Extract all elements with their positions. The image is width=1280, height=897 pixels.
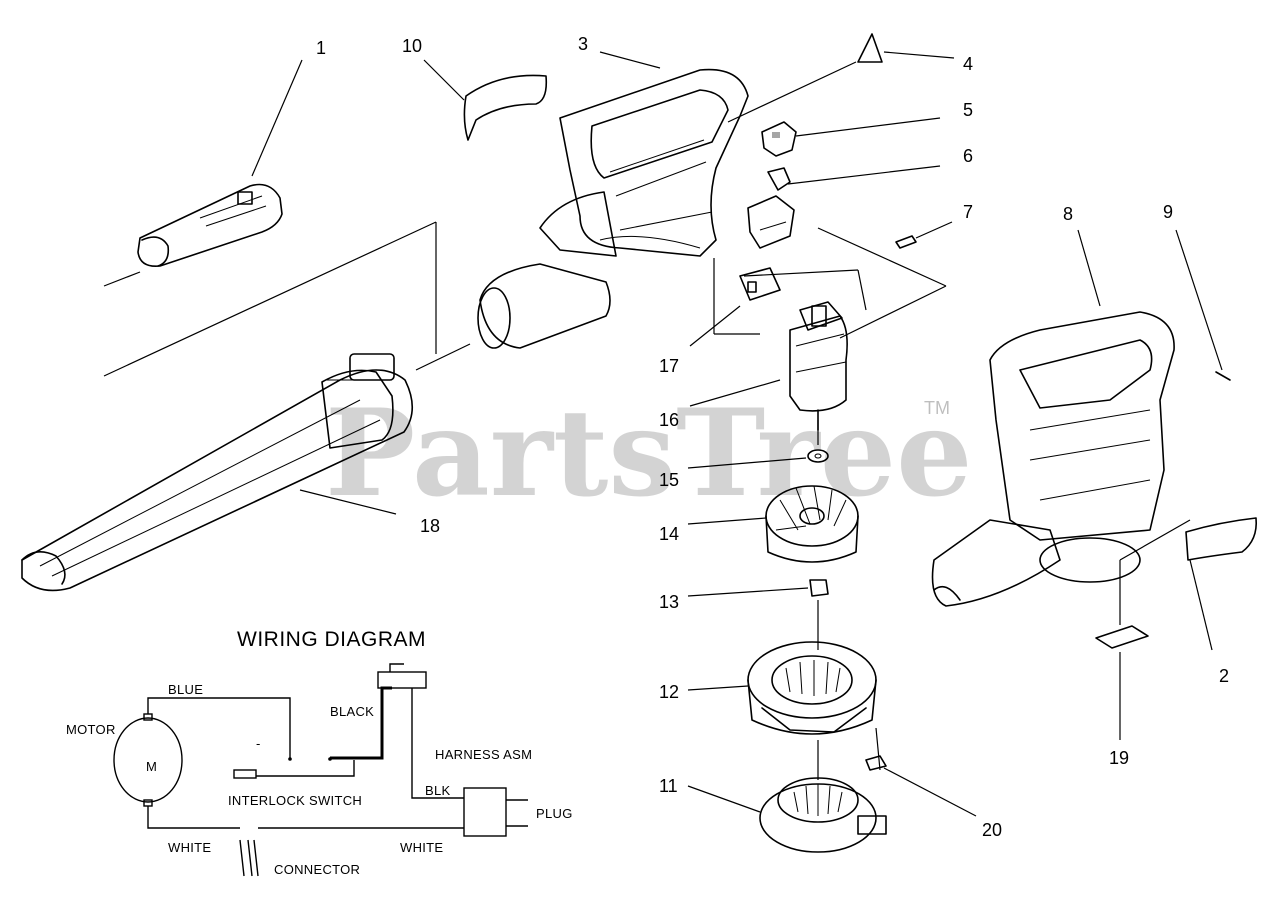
harness-block	[377, 671, 427, 689]
part-2-baffle[interactable]	[1185, 517, 1258, 561]
callout-8[interactable]: 8	[1063, 204, 1073, 224]
blk-label: BLK	[425, 783, 451, 798]
black-wire-label: BLACK	[330, 704, 374, 719]
part-20-screw[interactable]	[865, 755, 887, 771]
wiring-diagram-title: WIRING DIAGRAM	[237, 628, 426, 651]
callout-3[interactable]: 3	[578, 34, 588, 54]
plug-label: PLUG	[536, 806, 573, 821]
watermark-text: PartsTree	[325, 383, 972, 524]
blk-wire	[411, 688, 464, 799]
callout-20[interactable]: 20	[982, 820, 1002, 840]
callout-18[interactable]: 18	[420, 516, 440, 536]
motor-symbol	[113, 717, 183, 803]
part-12-fan-housing[interactable]	[747, 641, 877, 735]
callout-17[interactable]: 17	[659, 356, 679, 376]
callout-2[interactable]: 2	[1219, 666, 1229, 686]
part-15-washer[interactable]	[807, 449, 829, 463]
callout-14[interactable]: 14	[659, 524, 679, 544]
blue-wire	[147, 697, 291, 758]
part-19-label[interactable]	[1095, 625, 1149, 649]
part-14-impeller[interactable]	[765, 485, 859, 563]
black-wire	[330, 686, 392, 760]
callout-6[interactable]: 6	[963, 146, 973, 166]
callout-numbers: 1 2 3 4 5 6 7 8 9 10 11 12 13 14 15 16 1…	[316, 34, 1229, 840]
callout-10[interactable]: 10	[402, 36, 422, 56]
part-3-housing-half[interactable]	[477, 68, 749, 349]
part-11-inlet-cover[interactable]	[759, 777, 887, 853]
part-5-bracket[interactable]	[761, 121, 797, 157]
assembly-guide-lines	[103, 221, 1191, 780]
watermark: PartsTree TM	[325, 383, 972, 524]
part-6-switch-actuator[interactable]	[747, 167, 795, 249]
part-10-baffle[interactable]	[463, 74, 548, 141]
switch-mark: -	[256, 736, 261, 751]
part-1-nozzle-tip[interactable]	[137, 183, 283, 268]
plug-symbol	[463, 787, 507, 837]
callout-12[interactable]: 12	[659, 682, 679, 702]
callout-9[interactable]: 9	[1163, 202, 1173, 222]
callout-11[interactable]: 11	[659, 776, 678, 796]
harness-label: HARNESS ASM	[435, 747, 532, 762]
part-16-motor[interactable]	[789, 301, 848, 431]
callout-5[interactable]: 5	[963, 100, 973, 120]
callout-16[interactable]: 16	[659, 410, 679, 430]
part-4-label[interactable]	[857, 33, 883, 63]
white-right-label: WHITE	[400, 840, 443, 855]
blue-wire-label: BLUE	[168, 682, 203, 697]
part-17-interlock-switch[interactable]	[739, 267, 781, 301]
white-left-label: WHITE	[168, 840, 211, 855]
interlock-switch-label: INTERLOCK SWITCH	[228, 793, 362, 808]
connector-symbol	[239, 839, 259, 877]
callout-13[interactable]: 13	[659, 592, 679, 612]
callout-19[interactable]: 19	[1109, 748, 1129, 768]
part-13-nut[interactable]	[809, 579, 829, 597]
wiring-diagram: WIRING DIAGRAM M MOTOR BLUE - INTERLOCK …	[66, 628, 573, 877]
part-8-housing-half[interactable]	[931, 311, 1175, 607]
part-7-screw[interactable]	[895, 235, 917, 249]
interlock-switch-symbol	[233, 769, 257, 779]
motor-symbol-letter: M	[146, 759, 157, 774]
connector-label: CONNECTOR	[274, 862, 360, 877]
motor-label: MOTOR	[66, 722, 116, 737]
watermark-trademark: TM	[924, 398, 950, 418]
part-9-screw[interactable]	[1215, 371, 1231, 381]
callout-leaders	[251, 51, 1223, 817]
callout-7[interactable]: 7	[963, 202, 973, 222]
callout-15[interactable]: 15	[659, 470, 679, 490]
part-18-blower-tube[interactable]	[21, 353, 414, 592]
white-wire-left	[147, 806, 240, 829]
callout-1[interactable]: 1	[316, 38, 326, 58]
callout-4[interactable]: 4	[963, 54, 973, 74]
